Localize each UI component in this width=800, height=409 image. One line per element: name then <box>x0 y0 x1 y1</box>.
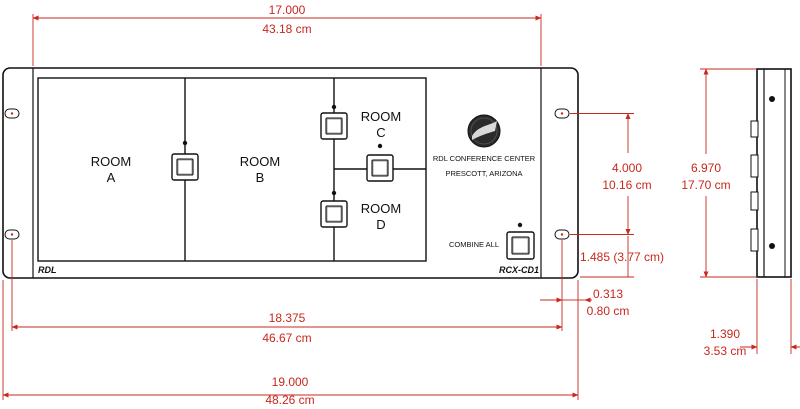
dim-depth-in: 1.390 <box>710 327 740 341</box>
side-screw-bottom <box>769 243 775 249</box>
dim-hole-offset: 1.485 (3.77 cm) <box>580 250 664 264</box>
brand-label: RDL <box>38 265 57 275</box>
mounting-hole-bottom-right <box>554 229 570 240</box>
mounting-hole-top-left <box>4 108 20 119</box>
combine-all-label: COMBINE ALL <box>449 240 499 249</box>
combine-b-c-button[interactable] <box>320 104 348 140</box>
dim-edge-cm: 0.80 cm <box>587 304 630 318</box>
dim-height-in: 6.970 <box>691 161 721 175</box>
dim-mount-width-in: 18.375 <box>269 311 306 325</box>
dim-top-in: 17.000 <box>269 3 306 17</box>
dim-overall-width-cm: 48.26 cm <box>265 393 314 407</box>
dim-hole-spacing-in: 4.000 <box>612 161 642 175</box>
combine-b-d-button[interactable] <box>320 190 348 228</box>
room-a-name: ROOM <box>91 154 131 169</box>
mounting-hole-top-right <box>554 108 570 119</box>
room-d-name: ROOM <box>361 201 401 216</box>
room-c-name: ROOM <box>361 109 401 124</box>
side-view <box>750 68 792 278</box>
dim-depth-cm: 3.53 cm <box>704 344 747 358</box>
dimension-labels: 17.000 43.18 cm 18.375 46.67 cm 19.000 4… <box>262 3 746 407</box>
combine-all-button[interactable] <box>506 222 535 260</box>
dim-height-cm: 17.70 cm <box>681 178 730 192</box>
room-c-letter: C <box>376 125 385 140</box>
side-screw-top <box>769 96 775 102</box>
dim-hole-spacing-cm: 10.16 cm <box>602 178 651 192</box>
center-name: RDL CONFERENCE CENTER <box>433 154 536 163</box>
room-b-name: ROOM <box>240 154 280 169</box>
rdl-logo-icon <box>467 114 501 148</box>
combine-a-b-button[interactable] <box>171 140 199 181</box>
room-b-letter: B <box>256 170 265 185</box>
dim-edge-in: 0.313 <box>593 287 623 301</box>
model-label: RCX-CD1 <box>499 265 539 275</box>
dimension-lines <box>2 14 800 400</box>
indicator-led <box>182 140 188 146</box>
room-d-letter: D <box>376 217 385 232</box>
front-panel: ROOM A ROOM B ROOM C ROOM D <box>2 67 579 279</box>
indicator-led <box>331 190 337 196</box>
dim-top-cm: 43.18 cm <box>262 22 311 36</box>
indicator-led <box>517 222 523 228</box>
indicator-led <box>331 104 337 110</box>
dim-mount-width-cm: 46.67 cm <box>262 331 311 345</box>
combine-c-d-button[interactable] <box>366 143 394 182</box>
dim-overall-width-in: 19.000 <box>272 375 309 389</box>
room-a-letter: A <box>107 170 116 185</box>
indicator-led <box>377 143 383 149</box>
mounting-hole-bottom-left <box>4 229 20 240</box>
center-location: PRESCOTT, ARIZONA <box>445 169 522 178</box>
